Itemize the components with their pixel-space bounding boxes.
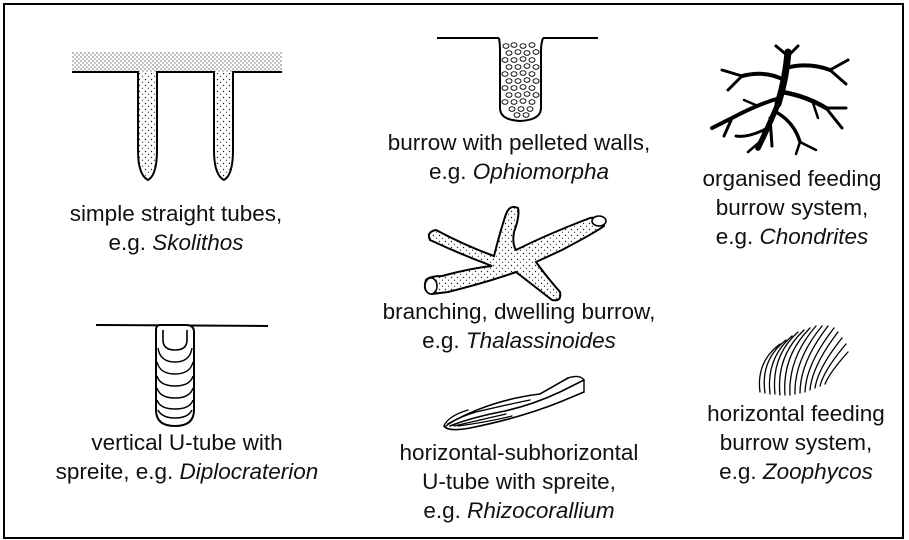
ophiomorpha-illustration — [437, 38, 598, 121]
genus-zoophycos: Zoophycos — [763, 459, 873, 484]
genus-skolithos: Skolithos — [152, 230, 243, 255]
caption-zoophycos: horizontal feeding burrow system, e.g. Z… — [688, 399, 904, 486]
chondrites-illustration — [712, 46, 848, 154]
genus-thalassinoides: Thalassinoides — [466, 328, 616, 353]
caption-diplocraterion: vertical U-tube with spreite, e.g. Diplo… — [32, 428, 342, 486]
zoophycos-illustration — [759, 326, 848, 395]
caption-thalassinoides: branching, dwelling burrow, e.g. Thalass… — [349, 297, 689, 355]
thalassinoides-illustration — [425, 207, 606, 300]
diplocraterion-illustration — [96, 325, 268, 426]
caption-ophiomorpha: burrow with pelleted walls, e.g. Ophiomo… — [354, 128, 684, 186]
rhizocorallium-illustration — [444, 376, 584, 429]
skolithos-illustration — [72, 52, 282, 180]
genus-ophiomorpha: Ophiomorpha — [473, 159, 609, 184]
genus-diplocraterion: Diplocraterion — [180, 459, 319, 484]
caption-chondrites: organised feeding burrow system, e.g. Ch… — [680, 164, 904, 251]
caption-rhizocorallium: horizontal-subhorizontal U-tube with spr… — [364, 438, 674, 525]
genus-rhizocorallium: Rhizocorallium — [467, 498, 615, 523]
genus-chondrites: Chondrites — [759, 224, 868, 249]
caption-skolithos: simple straight tubes, e.g. Skolithos — [36, 199, 316, 257]
